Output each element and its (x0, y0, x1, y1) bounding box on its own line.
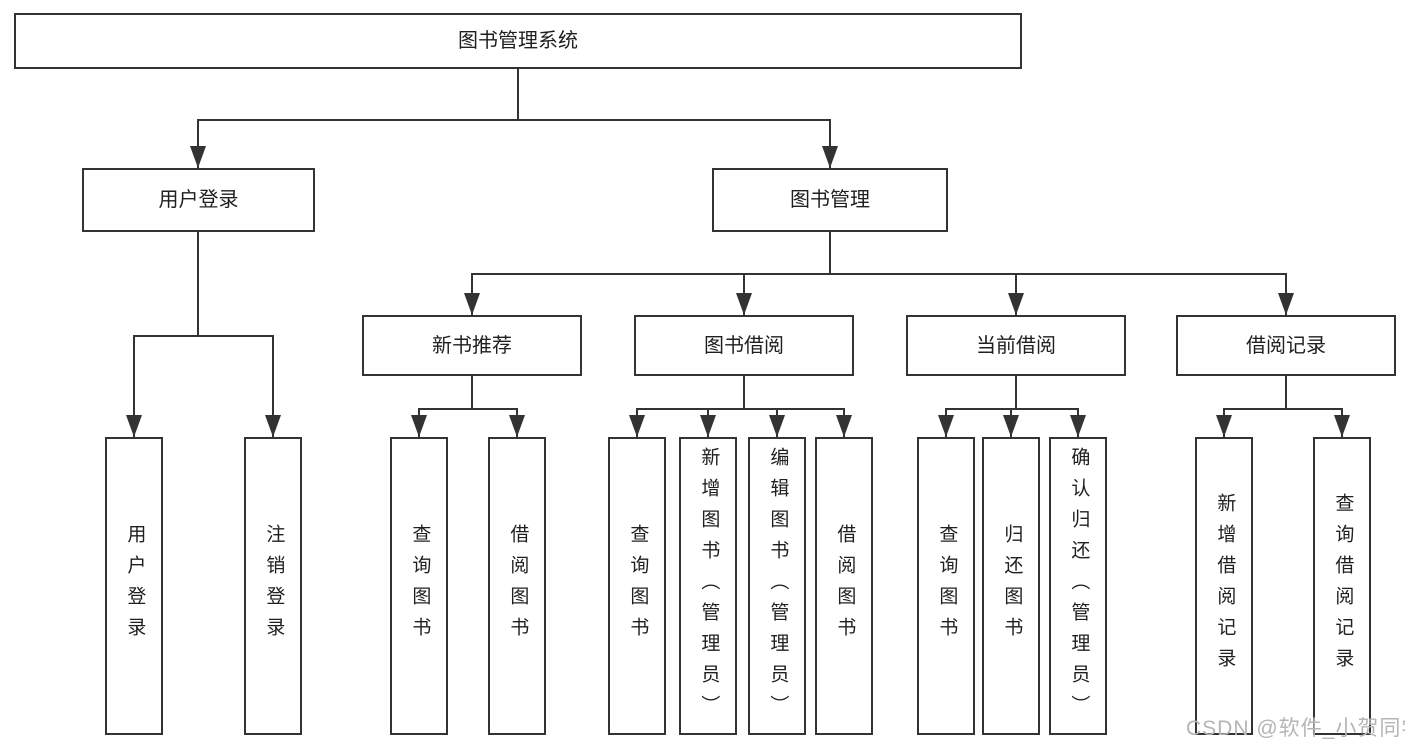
edge-current-borrow-bar (946, 408, 1078, 410)
node-current-borrowing: 当前借阅 (906, 315, 1126, 376)
edge-book-borrow-stem (743, 376, 745, 409)
arrowhead-book-management (822, 146, 838, 168)
arrowhead-bb-borrow (836, 415, 852, 437)
arrowhead-user-login (190, 146, 206, 168)
arrowhead-nbr-borrow (509, 415, 525, 437)
edge-drop-leaf-user-login (133, 335, 135, 437)
edge-book-borrow-bar (637, 408, 844, 410)
leaf-nbr-query-books: 查询图书 (390, 437, 448, 735)
leaf-bb-add-books-admin: 新增图书（管理员） (679, 437, 737, 735)
arrowhead-new-book-rec (464, 293, 480, 315)
node-new-book-recommendation: 新书推荐 (362, 315, 582, 376)
edge-user-login-bar (134, 335, 273, 337)
node-book-borrowing: 图书借阅 (634, 315, 854, 376)
edge-book-management-stem (829, 232, 831, 274)
leaf-cb-query-books: 查询图书 (917, 437, 975, 735)
arrowhead-cb-return (1003, 415, 1019, 437)
leaf-bb-borrow-books: 借阅图书 (815, 437, 873, 735)
arrowhead-bb-query (629, 415, 645, 437)
leaf-bb-edit-books-admin: 编辑图书（管理员） (748, 437, 806, 735)
edge-drop-user-login (197, 119, 199, 169)
edge-current-borrow-stem (1015, 376, 1017, 409)
edge-user-login-stem (197, 232, 199, 336)
arrowhead-leaf-user-login (126, 415, 142, 437)
arrowhead-br-add (1216, 415, 1232, 437)
edge-borrow-records-stem (1285, 376, 1287, 409)
leaf-cb-confirm-return-admin: 确认归还（管理员） (1049, 437, 1107, 735)
edge-borrow-records-bar (1224, 408, 1342, 410)
node-user-login: 用户登录 (82, 168, 315, 232)
leaf-br-query-record: 查询借阅记录 (1313, 437, 1371, 735)
edge-book-management-bar (472, 273, 1286, 275)
arrowhead-leaf-logout (265, 415, 281, 437)
arrowhead-current-borrow (1008, 293, 1024, 315)
arrowhead-bb-add (700, 415, 716, 437)
node-borrowing-records: 借阅记录 (1176, 315, 1396, 376)
arrowhead-bb-edit (769, 415, 785, 437)
edge-new-book-rec-stem (471, 376, 473, 409)
leaf-br-add-record: 新增借阅记录 (1195, 437, 1253, 735)
edge-drop-leaf-logout (272, 335, 274, 437)
leaf-cb-return-books: 归还图书 (982, 437, 1040, 735)
leaf-bb-query-books: 查询图书 (608, 437, 666, 735)
leaf-logout: 注销登录 (244, 437, 302, 735)
arrowhead-nbr-query (411, 415, 427, 437)
arrowhead-book-borrow (736, 293, 752, 315)
csdn-watermark: CSDN @软件_小贺同学 (1186, 717, 1405, 740)
leaf-user-login: 用户登录 (105, 437, 163, 735)
node-book-management: 图书管理 (712, 168, 948, 232)
leaf-nbr-borrow-books: 借阅图书 (488, 437, 546, 735)
edge-root-stem (517, 69, 519, 120)
arrowhead-cb-confirm (1070, 415, 1086, 437)
edge-root-bar (198, 119, 830, 121)
arrowhead-borrow-records (1278, 293, 1294, 315)
arrowhead-cb-query (938, 415, 954, 437)
arrowhead-br-query (1334, 415, 1350, 437)
edge-drop-book-management (829, 119, 831, 169)
node-library-management-system: 图书管理系统 (14, 13, 1022, 69)
edge-new-book-rec-bar (419, 408, 517, 410)
